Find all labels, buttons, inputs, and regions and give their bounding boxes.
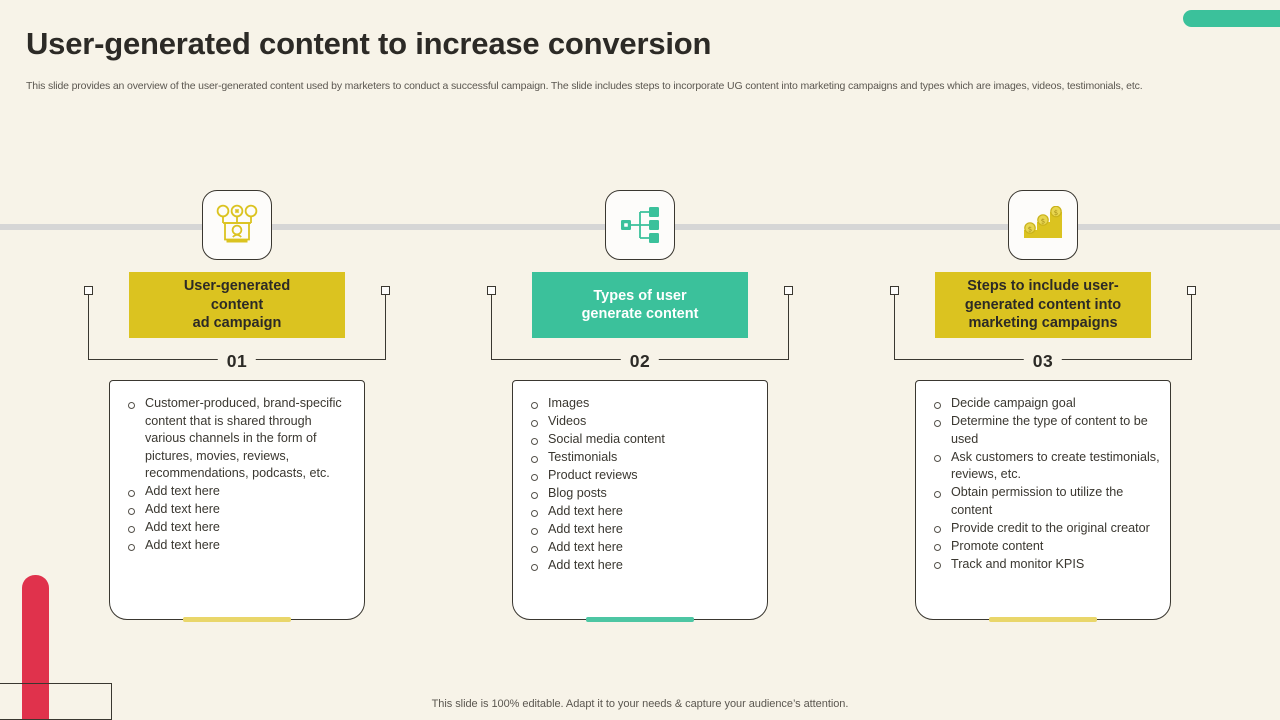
list-item: Add text here [527,521,757,539]
step-number-02: 02 [620,351,660,372]
bracket-01: 01 [88,290,386,372]
list-item: Testimonials [527,449,757,467]
bracket-knob-right-01 [381,286,390,295]
list-item: Obtain permission to utilize the content [930,484,1160,519]
sitemap-hierarchy-icon [605,190,675,260]
heading-line: Types of user [593,287,687,304]
list-item: Determine the type of content to be used [930,413,1160,448]
heading-line: User-generated [183,278,291,295]
card-accent-bar-02 [586,617,694,622]
header-band-wrap-01: 01 User-generated content ad campaign [67,272,407,372]
list-item: Add text here [527,503,757,521]
column-heading-02: Types of user generate content [532,272,748,338]
card-accent-bar-03 [989,617,1097,622]
list-item: Social media content [527,431,757,449]
bullet-list-03: Decide campaign goal Determine the type … [930,395,1160,573]
list-item: Provide credit to the original creator [930,520,1160,538]
list-item: Blog posts [527,485,757,503]
list-item: Add text here [124,537,354,555]
card-accent-bar-01 [183,617,291,622]
header-band-wrap-02: 02 Types of user generate content [470,272,810,372]
top-right-accent-bar [1183,10,1280,27]
bracket-knob-left-01 [84,286,93,295]
step-number-01: 01 [217,351,257,372]
column-heading-01: User-generated content ad campaign [129,272,345,338]
bullet-list-02: Images Videos Social media content Testi… [527,395,757,575]
heading-line: generated content into [964,296,1122,313]
list-item: Decide campaign goal [930,395,1160,413]
list-item: Add text here [124,483,354,501]
list-item: Customer-produced, brand-specific conten… [124,395,354,483]
bracket-knob-left-03 [890,286,899,295]
header-band-wrap-03: 03 Steps to include user- generated cont… [873,272,1213,372]
bracket-knob-right-03 [1187,286,1196,295]
bracket-03: 03 [894,290,1192,372]
footer-note: This slide is 100% editable. Adapt it to… [431,698,849,710]
list-item: Track and monitor KPIS [930,556,1160,574]
page-subtitle: This slide provides an overview of the u… [26,80,1143,92]
heading-line: marketing campaigns [968,315,1118,332]
heading-line: ad campaign [192,315,282,332]
svg-text:$: $ [1054,209,1058,217]
content-card-01: Customer-produced, brand-specific conten… [109,380,365,622]
list-item: Add text here [527,557,757,575]
growth-steps-coins-icon: $ $ $ [1008,190,1078,260]
page-title: User-generated content to increase conve… [26,26,712,61]
list-item: Ask customers to create testimonials, re… [930,449,1160,484]
list-item: Product reviews [527,467,757,485]
column-heading-03: Steps to include user- generated content… [935,272,1151,338]
list-item: Add text here [124,519,354,537]
heading-line: generate content [581,306,699,322]
bracket-knob-left-02 [487,286,496,295]
heading-line: content [210,296,264,313]
bullet-list-01: Customer-produced, brand-specific conten… [124,395,354,555]
list-item: Add text here [124,501,354,519]
user-network-icon [202,190,272,260]
bracket-02: 02 [491,290,789,372]
heading-line: Steps to include user- [967,278,1119,295]
svg-text:$: $ [1028,225,1032,233]
bracket-knob-right-02 [784,286,793,295]
content-card-03: Decide campaign goal Determine the type … [915,380,1171,622]
content-card-02: Images Videos Social media content Testi… [512,380,768,622]
list-item: Videos [527,413,757,431]
bottom-left-accent-bar [22,575,49,720]
step-number-03: 03 [1023,351,1063,372]
svg-text:$: $ [1041,217,1045,225]
list-item: Images [527,395,757,413]
list-item: Promote content [930,538,1160,556]
list-item: Add text here [527,539,757,557]
